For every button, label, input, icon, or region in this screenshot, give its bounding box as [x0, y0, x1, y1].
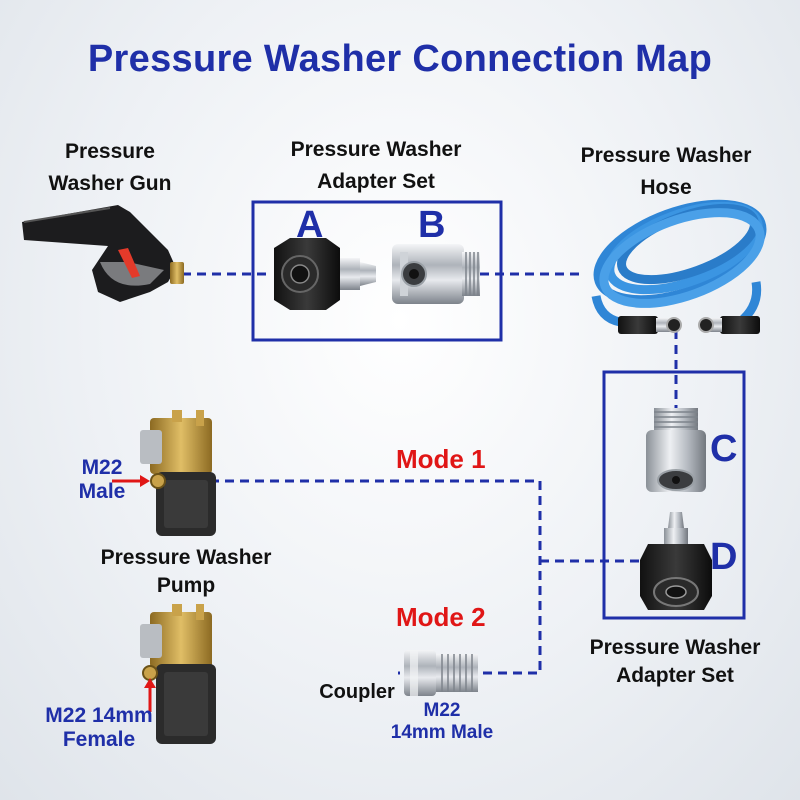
- letter-b: B: [418, 204, 446, 246]
- adapter-c-illustration: [646, 408, 706, 492]
- pump-1-port-line2: Male: [78, 480, 126, 503]
- hose-illustration: [591, 199, 767, 327]
- pump-2-port-line2: Female: [62, 728, 136, 751]
- hose-label-line1: Pressure Washer: [580, 144, 752, 167]
- pump-label-line2: Pump: [156, 574, 216, 597]
- gun-label-line1: Pressure: [65, 140, 155, 163]
- gun-illustration: [22, 205, 184, 302]
- pump-1-port-arrow: [112, 475, 150, 487]
- pump-2-port-label: M22 14mm Female: [32, 704, 166, 752]
- adapter-set-right-label: Pressure Washer Adapter Set: [574, 634, 776, 690]
- page-title: Pressure Washer Connection Map: [87, 38, 713, 80]
- letter-c: C: [710, 428, 738, 470]
- pump-label-line1: Pressure Washer: [100, 546, 272, 569]
- hose-fittings: [618, 316, 760, 334]
- gun-label: Pressure Washer Gun: [30, 136, 190, 200]
- dashed-connectors: [180, 272, 678, 675]
- pump-1-illustration: [140, 410, 216, 536]
- mode-1-label: Mode 1: [396, 444, 486, 474]
- pump-2-illustration: [140, 604, 216, 744]
- letter-d: D: [710, 536, 738, 578]
- coupler-size-line1: M22: [423, 700, 461, 721]
- pump-1-port-line1: M22: [81, 456, 123, 479]
- coupler-size-label: M22 14mm Male: [380, 700, 504, 744]
- adapter-right-line2: Adapter Set: [616, 664, 734, 687]
- adapter-a-illustration: [274, 238, 376, 310]
- coupler-illustration: [404, 650, 478, 696]
- adapter-set-right-box: [602, 370, 746, 620]
- letter-a: A: [296, 204, 324, 246]
- hose-label: Pressure Washer Hose: [556, 140, 776, 204]
- adapter-set-top-label: Pressure Washer Adapter Set: [266, 134, 486, 198]
- mode-2-label: Mode 2: [396, 602, 486, 632]
- adapter-b-illustration: [392, 244, 480, 304]
- coupler-size-line2: 14mm Male: [390, 722, 494, 743]
- adapter-set-top-box: [251, 200, 503, 342]
- gun-label-line2: Washer Gun: [48, 172, 172, 195]
- adapter-right-line1: Pressure Washer: [589, 636, 761, 659]
- pump-2-port-line1: M22 14mm: [45, 704, 153, 727]
- adapter-top-line1: Pressure Washer: [290, 138, 462, 161]
- adapter-top-line2: Adapter Set: [317, 170, 435, 193]
- adapter-d-illustration: [640, 512, 712, 610]
- coupler-label: Coupler: [319, 681, 395, 703]
- pump-2-port-arrow: [144, 678, 156, 712]
- hose-label-line2: Hose: [640, 176, 692, 199]
- pump-1-port-label: M22 Male: [62, 456, 142, 504]
- pump-label: Pressure Washer Pump: [84, 544, 288, 600]
